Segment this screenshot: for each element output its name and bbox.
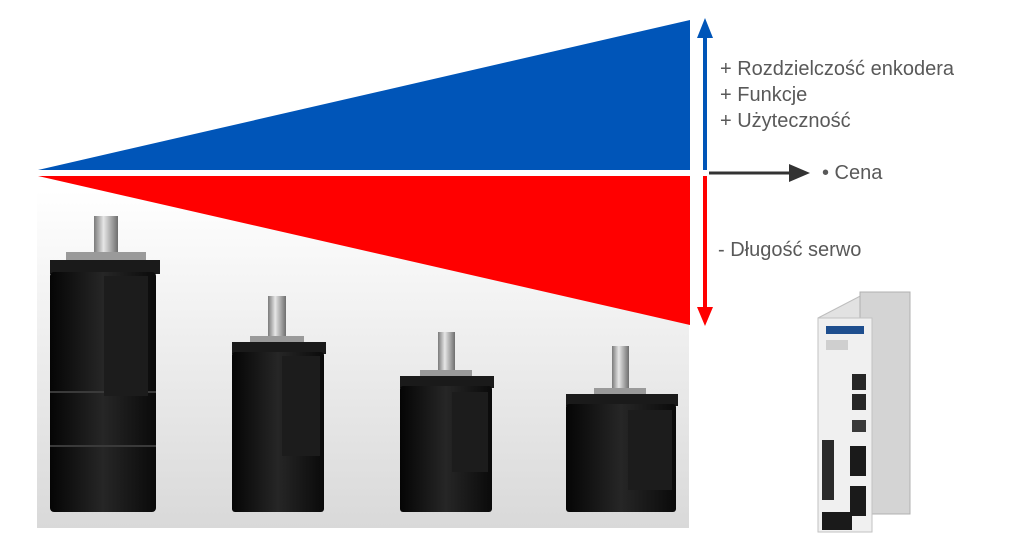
down-arrow-head	[697, 307, 713, 326]
feature-list: + Rozdzielczość enkodera + Funkcje + Uży…	[720, 56, 954, 134]
servo-motor-icon	[566, 346, 678, 512]
price-label: • Cena	[822, 162, 883, 184]
servo-motor-icon	[232, 296, 326, 512]
servo-drive-icon	[817, 291, 911, 533]
up-arrow-head	[697, 18, 713, 38]
servo-motor-icon	[400, 332, 494, 512]
functions-label: + Funkcje	[720, 84, 808, 106]
decrease-wedge	[38, 176, 690, 325]
increase-wedge	[38, 20, 690, 170]
usability-label: + Użyteczność	[720, 110, 851, 132]
servo-length-label: - Długość serwo	[718, 239, 862, 261]
right-arrow-head	[789, 164, 810, 182]
encoder-resolution-label: + Rozdzielczość enkodera	[720, 58, 955, 80]
servo-motor-icon	[50, 216, 160, 512]
